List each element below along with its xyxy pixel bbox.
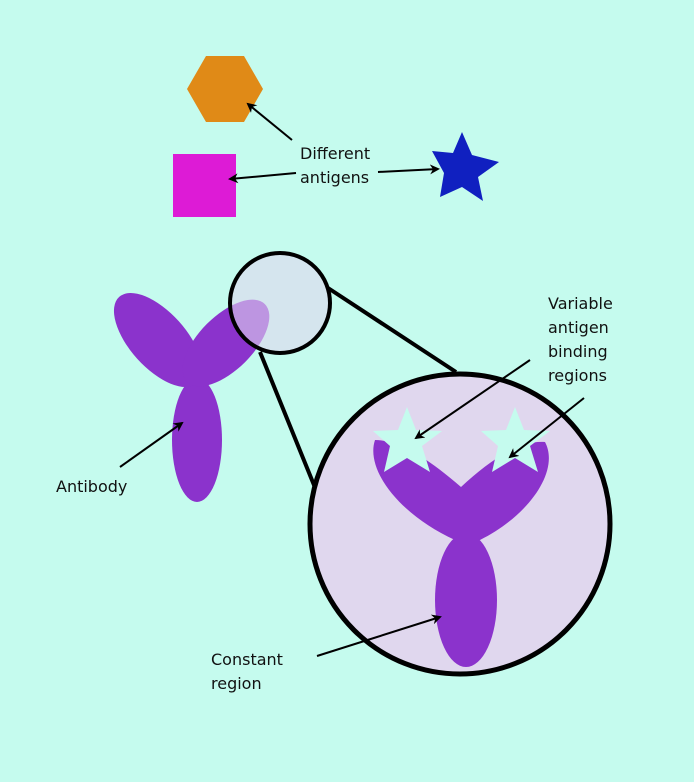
constant-label-1: Constant	[211, 650, 283, 669]
arrow-constant	[316, 614, 442, 657]
square-antigen	[173, 154, 236, 217]
antigens-label-2: antigens	[300, 168, 369, 187]
small-magnifier-circle	[228, 251, 332, 355]
arrow-star	[377, 164, 440, 175]
antigens-label-1: Different	[300, 144, 370, 163]
binding-site-star-left	[373, 407, 442, 472]
hexagon-antigen	[187, 56, 263, 122]
zoom-line-top	[326, 286, 458, 374]
star-antigen	[432, 132, 499, 201]
constant-label-2: region	[211, 674, 262, 693]
variable-label-3: binding	[548, 342, 608, 361]
large-antibody	[373, 440, 549, 667]
binding-site-star-right	[481, 407, 550, 472]
arrow-variable-left	[414, 359, 531, 440]
arrow-hexagon	[246, 102, 293, 141]
arrow-antibody	[119, 421, 184, 468]
antibody-label: Antibody	[56, 477, 127, 496]
variable-label-1: Variable	[548, 294, 613, 313]
variable-label-4: regions	[548, 366, 607, 385]
arrow-variable-right	[508, 397, 585, 459]
zoom-line-bottom	[258, 351, 318, 491]
arrow-square	[228, 172, 297, 184]
variable-label-2: antigen	[548, 318, 609, 337]
